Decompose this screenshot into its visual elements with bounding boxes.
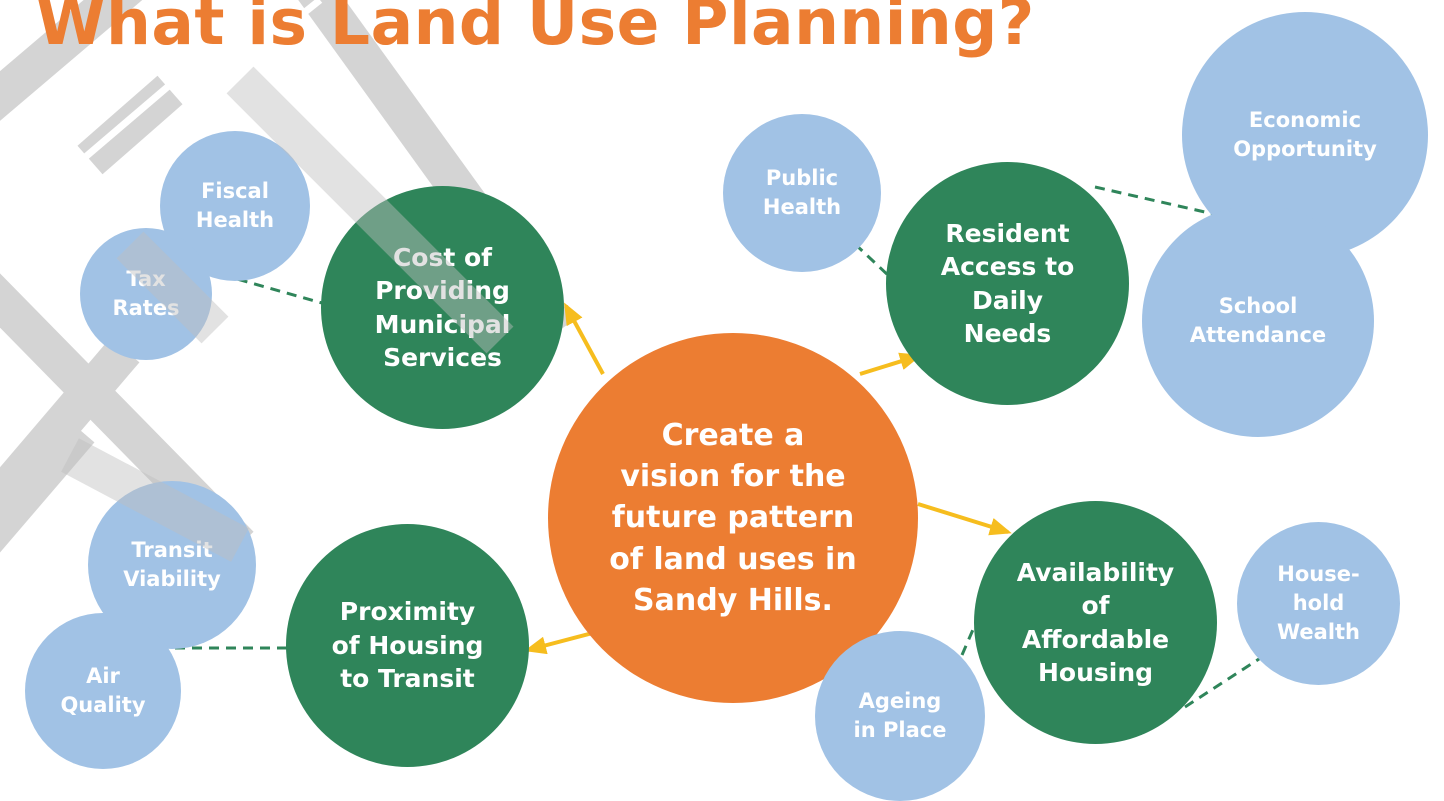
street-grid-outline [32, 0, 323, 203]
connector-access-economic [1094, 185, 1219, 217]
node-household-wealth: House- hold Wealth [1237, 522, 1400, 685]
node-ageing-in-place: Ageing in Place [815, 631, 985, 801]
node-tax-rates: Tax Rates [80, 228, 212, 360]
arrow-to-cost [564, 302, 605, 375]
connector-publichealth-access [853, 242, 892, 279]
node-resident-access-daily-needs: Resident Access to Daily Needs [886, 162, 1129, 405]
arrow-to-access [859, 352, 922, 376]
node-availability-affordable-housing: Availability of Affordable Housing [974, 501, 1217, 744]
connector-ageing-availability [960, 617, 980, 656]
node-cost-of-municipal-services: Cost of Providing Municipal Services [321, 186, 564, 429]
node-air-quality: Air Quality [25, 613, 181, 769]
page-title: What is Land Use Planning? [36, 0, 1035, 59]
arrow-to-availability [917, 502, 1012, 536]
node-school-attendance: School Attendance [1142, 205, 1374, 437]
node-proximity-housing-transit: Proximity of Housing to Transit [286, 524, 529, 767]
node-public-health: Public Health [723, 114, 881, 272]
connector-availability-wealth [1184, 655, 1263, 709]
node-center-vision: Create a vision for the future pattern o… [548, 333, 918, 703]
